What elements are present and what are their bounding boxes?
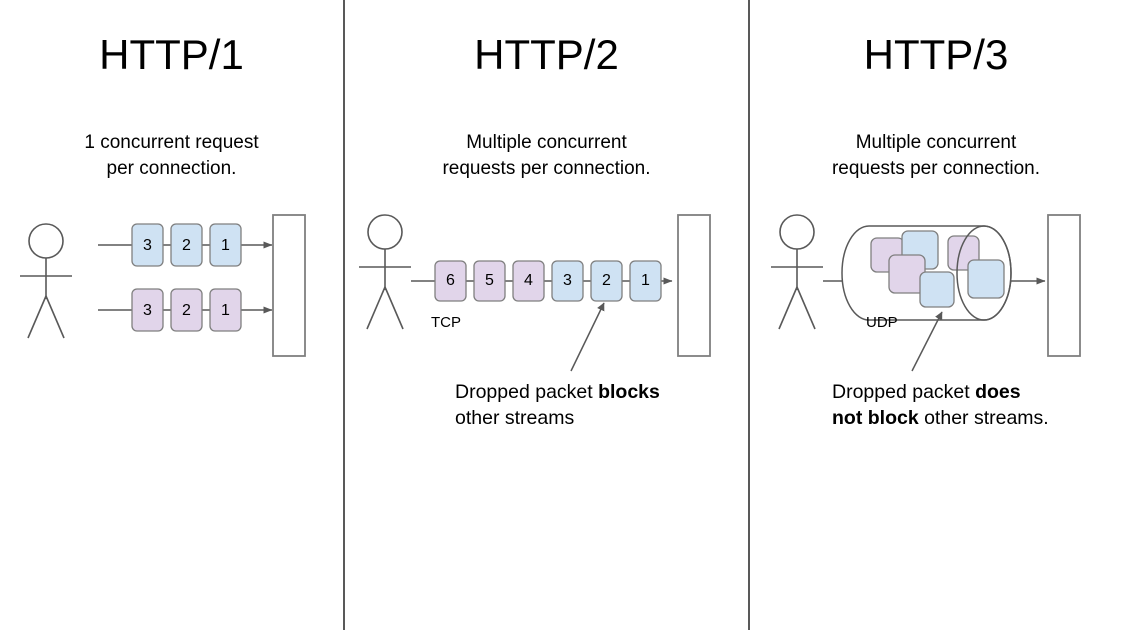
http2-transport-label: TCP (431, 314, 461, 331)
http2-callout-arrow (570, 302, 605, 372)
http3-server (1047, 214, 1081, 357)
http2-packets (434, 260, 662, 302)
http3-cylinder-cap (956, 225, 1012, 321)
panel-http2: HTTP/2 Multiple concurrent requests per … (345, 0, 748, 630)
http1-packet-label: 2 (182, 237, 191, 254)
http1-packet-label: 3 (143, 237, 152, 254)
http1-packet-label: 3 (143, 302, 152, 319)
http2-packet-label: 3 (563, 272, 572, 289)
http2-packet-label: 6 (446, 272, 455, 289)
http2-caption: Dropped packet blocks other streams (455, 379, 745, 431)
http1-packet-label: 2 (182, 302, 191, 319)
panel-http1: HTTP/1 1 concurrent request per connecti… (0, 0, 343, 630)
http1-packet-label: 1 (221, 302, 230, 319)
panel-http3-title: HTTP/3 (863, 31, 1009, 78)
panel-divider-2 (748, 0, 750, 630)
http3-caption: Dropped packet does not block other stre… (832, 379, 1122, 431)
http2-packet-label: 2 (602, 272, 611, 289)
http3-caption-part1: Dropped packet (832, 381, 976, 403)
http3-stick-figure (771, 214, 823, 330)
http2-caption-bold: blocks (598, 381, 660, 403)
http1-server (272, 214, 306, 357)
http1-stick-figure (20, 223, 72, 339)
panel-http2-subtitle: Multiple concurrent requests per connect… (442, 132, 651, 179)
http3-packets (870, 230, 1005, 308)
panel-http1-subtitle: 1 concurrent request per connection. (84, 132, 259, 179)
panel-http3: HTTP/3 Multiple concurrent requests per … (750, 0, 1122, 630)
http2-caption-part1: Dropped packet (455, 381, 599, 403)
http2-caption-part2: other streams (455, 407, 575, 429)
panel-divider-1 (343, 0, 345, 630)
http2-packet-label: 4 (524, 272, 533, 289)
http1-stream-2-packets (131, 288, 242, 332)
http2-packet-label: 1 (641, 272, 650, 289)
http3-transport-label: UDP (866, 314, 898, 331)
http3-callout-arrow (911, 311, 943, 372)
panel-http1-title: HTTP/1 (99, 31, 244, 78)
http2-server (677, 214, 711, 357)
http1-packet-label: 1 (221, 237, 230, 254)
http2-packet-label: 5 (485, 272, 494, 289)
http3-caption-part2: other streams. (918, 407, 1049, 429)
http3-caption-bold: does not block (832, 381, 1021, 429)
http2-stick-figure (359, 214, 411, 330)
http1-stream-1-packets (131, 223, 242, 267)
panel-http3-subtitle: Multiple concurrent requests per connect… (831, 132, 1041, 179)
panel-http2-title: HTTP/2 (474, 31, 619, 78)
